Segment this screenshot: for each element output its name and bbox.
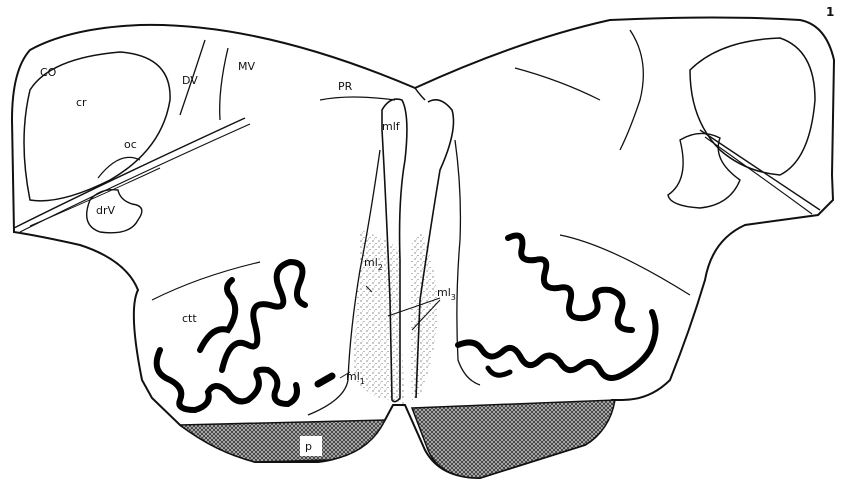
label-oc: oc (124, 138, 137, 151)
label-mlf: mlf (382, 120, 401, 133)
label-drv: drV (96, 204, 116, 217)
pons-left-hatched (180, 420, 385, 462)
label-dv: DV (182, 74, 198, 87)
pons-right-hatched (412, 400, 615, 478)
label-cr: cr (76, 96, 87, 109)
label-ctt: ctt (182, 312, 197, 325)
label-mv: MV (238, 60, 255, 73)
label-p: p (305, 440, 312, 453)
figure-number: 1 (826, 5, 834, 19)
label-pr: PR (338, 80, 353, 93)
label-co: CO (40, 66, 57, 79)
